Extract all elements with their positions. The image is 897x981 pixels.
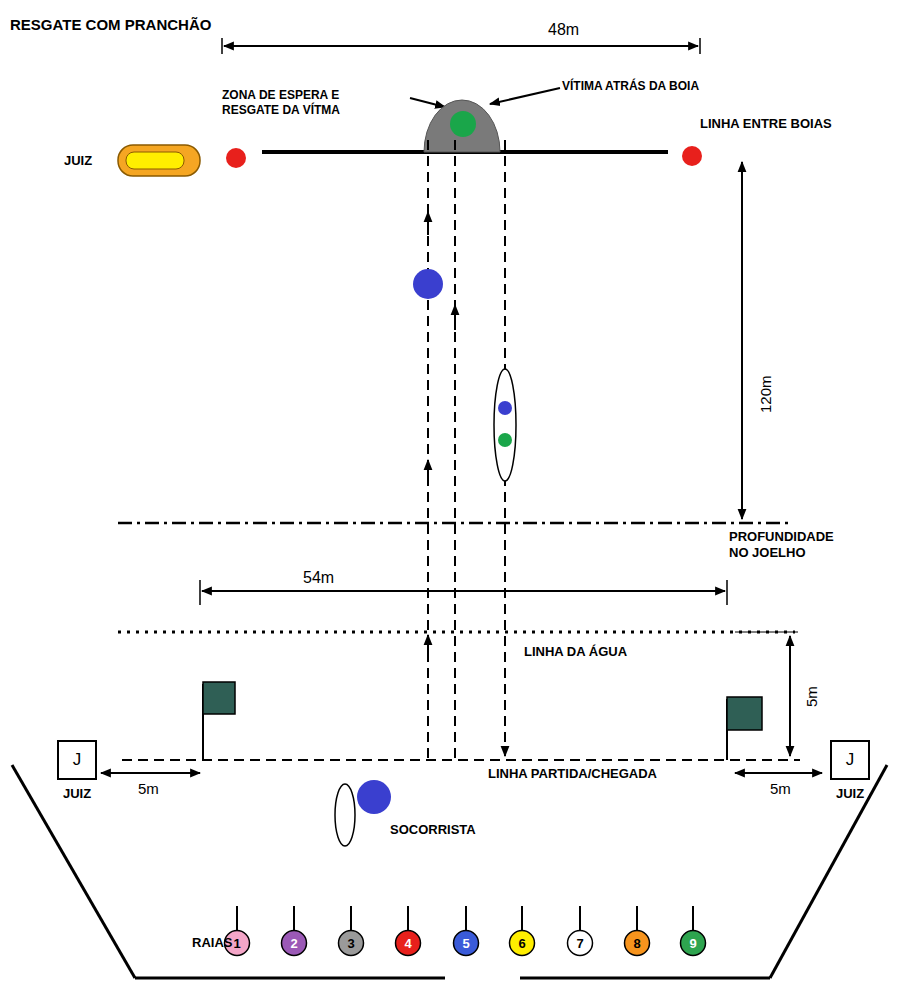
direction-arrow	[454, 305, 456, 330]
dimension-arrow	[101, 772, 200, 774]
dimension-tick	[735, 632, 798, 633]
lane-marker: 6	[508, 929, 536, 957]
dimension-tick	[726, 580, 728, 605]
lane-number: 7	[566, 929, 594, 957]
text-label: 5m	[770, 780, 791, 799]
judge-boat	[126, 152, 184, 169]
direction-arrow	[427, 635, 429, 660]
direction-arrow	[427, 212, 429, 235]
dimension-tick	[699, 38, 701, 54]
text-label: VÍTIMA ATRÁS DA BOIA	[562, 79, 699, 94]
victim	[498, 433, 512, 447]
lifeguard	[357, 780, 391, 814]
leader-line	[490, 88, 560, 104]
start-finish-line	[122, 759, 800, 761]
dimension-arrow	[202, 590, 725, 592]
lane-marker: 5	[452, 929, 480, 957]
lane-pole	[407, 906, 409, 930]
dimension-tick	[221, 38, 223, 54]
lane-marker: 2	[280, 929, 308, 957]
judge-boat	[118, 145, 200, 176]
buoy	[682, 146, 702, 166]
victim	[450, 111, 476, 137]
lane-number: 9	[679, 929, 707, 957]
dimension-arrow	[789, 636, 791, 756]
judge-box: J JUIZ	[57, 740, 97, 801]
lane-number: 4	[394, 929, 422, 957]
text-label: ZONA DE ESPERA E RESGATE DA VÍTMA	[222, 88, 362, 118]
text-label: LINHA ENTRE BOIAS	[700, 116, 832, 132]
beach-outline	[520, 977, 770, 980]
swim-path	[427, 140, 429, 758]
lane-marker: 8	[623, 929, 651, 957]
lane-number: 5	[452, 929, 480, 957]
text-label: SOCORRISTA	[390, 822, 476, 838]
text-label: LINHA DA ÁGUA	[524, 644, 627, 660]
lane-number: 2	[280, 929, 308, 957]
dimension-arrow	[741, 162, 743, 519]
direction-arrow	[427, 460, 429, 485]
text-label: LINHA PARTIDA/CHEGADA	[488, 766, 657, 782]
lane-pole	[636, 906, 638, 930]
judge-letter: J	[73, 750, 82, 770]
lane-poles	[237, 906, 693, 930]
lane-pole	[350, 906, 352, 930]
swim-path	[454, 140, 456, 758]
beach-outline	[770, 765, 887, 978]
knee-depth-line	[118, 522, 790, 525]
judge-square: J	[57, 740, 97, 780]
lane-number: 6	[508, 929, 536, 957]
lane-pole	[579, 906, 581, 930]
lane-pole	[692, 906, 694, 930]
lane-pole	[293, 906, 295, 930]
text-label: RAIAS	[192, 935, 232, 951]
rescue-board	[494, 369, 516, 481]
water-line	[118, 631, 795, 634]
judge-square: J	[830, 740, 870, 780]
dimension-label: 5m	[803, 683, 822, 710]
dimension-arrow	[735, 772, 822, 774]
diagram-title: RESGATE COM PRANCHÃO	[10, 16, 211, 33]
lane-marker: 7	[566, 929, 594, 957]
lane-pole	[465, 906, 467, 930]
lane-marker: 3	[337, 929, 365, 957]
dimension-tick	[199, 580, 201, 605]
lifeguard	[498, 401, 512, 415]
beach-outline	[135, 977, 445, 980]
rescue-board	[335, 784, 355, 846]
dimension-label: 120m	[757, 372, 776, 416]
lane-pole	[236, 906, 238, 930]
text-label: 54m	[303, 568, 334, 588]
text-label: 48m	[548, 20, 579, 40]
judge-letter: J	[846, 750, 855, 770]
flag	[203, 682, 235, 714]
text-label: JUIZ	[64, 153, 92, 169]
leader-line	[410, 98, 445, 107]
lane-pole	[521, 906, 523, 930]
judge-caption: JUIZ	[57, 786, 97, 801]
waiting-zone	[424, 100, 500, 152]
text-label: PROFUNDIDADE NO JOELHO	[729, 529, 843, 562]
judge-box: J JUIZ	[830, 740, 870, 801]
lane-number: 8	[623, 929, 651, 957]
text-label: 5m	[138, 780, 159, 799]
lane-number: 3	[337, 929, 365, 957]
lane-marker: 9	[679, 929, 707, 957]
lane-marker: 4	[394, 929, 422, 957]
beach-outline	[12, 765, 135, 978]
lifeguard	[413, 269, 443, 299]
judge-caption: JUIZ	[830, 786, 870, 801]
dimension-arrow	[224, 45, 698, 47]
flag	[727, 697, 762, 730]
buoy	[226, 148, 246, 168]
